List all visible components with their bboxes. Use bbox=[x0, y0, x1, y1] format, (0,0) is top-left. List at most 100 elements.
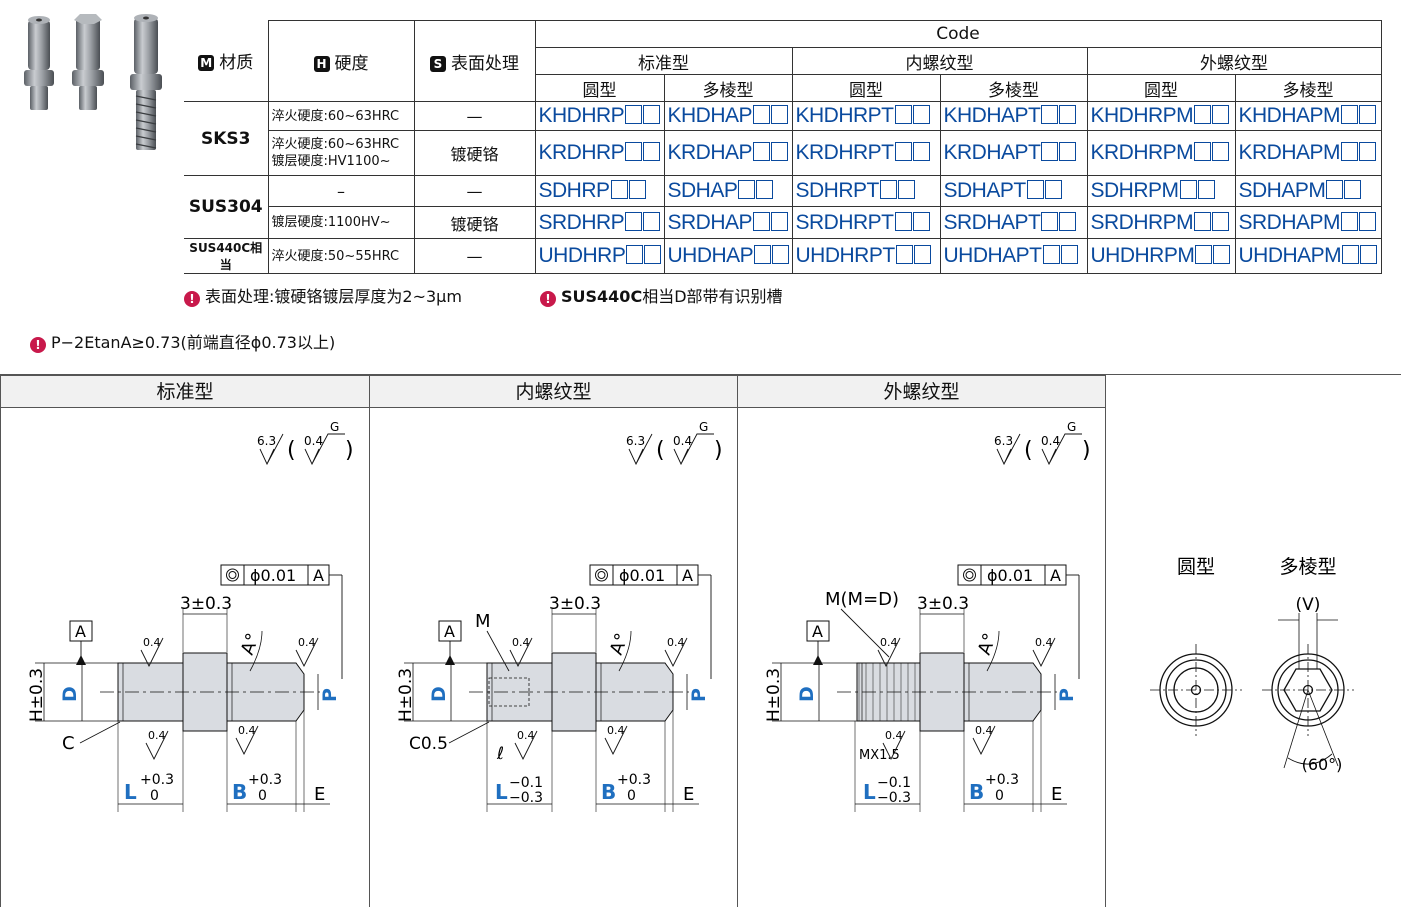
code-cell[interactable]: KRDHAPT bbox=[939, 130, 1088, 176]
code-cell[interactable]: KHDHRPM bbox=[1086, 101, 1236, 131]
dim-d: D bbox=[796, 686, 818, 702]
roughness-value: 0.4 bbox=[975, 724, 993, 737]
concentricity-value: ϕ0.01 bbox=[619, 566, 665, 585]
roughness-symbol bbox=[295, 637, 319, 668]
hardness-cell: 淬火硬度:50~55HRC bbox=[267, 238, 415, 274]
roughness-value: 0.4 bbox=[148, 729, 166, 742]
header-poly: 多棱型 bbox=[1234, 74, 1382, 102]
dim-b-tol: 0 bbox=[258, 788, 267, 804]
pin-poly-photo bbox=[72, 14, 104, 110]
badge-s: S bbox=[430, 55, 446, 72]
roughness-symbol bbox=[996, 433, 1021, 466]
dim-b: B bbox=[969, 780, 984, 804]
code-cell[interactable]: UHDHRPM bbox=[1086, 238, 1236, 274]
code-cell[interactable]: KRDHRPT bbox=[791, 130, 941, 176]
code-cell[interactable]: UHDHAPT bbox=[939, 238, 1088, 274]
dim-m: M bbox=[475, 611, 491, 632]
roughness-symbol bbox=[235, 725, 259, 756]
badge-m: M bbox=[198, 55, 215, 72]
pin-threaded-photo bbox=[130, 14, 162, 150]
dim-l-tol: −0.3 bbox=[877, 790, 911, 806]
dim-c05: C0.5 bbox=[409, 734, 448, 754]
code-cell[interactable]: SDHAPM bbox=[1234, 175, 1382, 207]
warning-icon: ! bbox=[30, 337, 46, 353]
dim-shoulder: 3±0.3 bbox=[180, 594, 232, 614]
code-cell[interactable]: SRDHRPT bbox=[791, 206, 941, 239]
svg-text:(: ( bbox=[1024, 438, 1033, 463]
dim-mm: M(M=D) bbox=[825, 589, 899, 610]
surface-cell: — bbox=[413, 101, 536, 131]
code-cell[interactable]: SRDHRPM bbox=[1086, 206, 1236, 239]
code-cell[interactable]: KHDHRP bbox=[534, 101, 665, 131]
code-cell[interactable]: UHDHRP bbox=[534, 238, 665, 274]
dim-e: E bbox=[683, 784, 694, 805]
note-sus440c: !SUS440C相当D部带有识别槽 bbox=[540, 283, 783, 307]
dim-l: L bbox=[124, 780, 137, 804]
roughness-value: 0.4 bbox=[512, 636, 530, 649]
dim-angle: A° bbox=[606, 630, 633, 657]
roughness-value: 0.4 bbox=[673, 434, 692, 448]
dim-b-tol: 0 bbox=[995, 788, 1004, 804]
code-cell[interactable]: KRDHRPM bbox=[1086, 130, 1236, 176]
label-round: 圆型 bbox=[1177, 556, 1215, 578]
panel-title-internal: 内螺纹型 bbox=[369, 375, 738, 408]
header-round: 圆型 bbox=[791, 74, 941, 102]
hardness-cell: – bbox=[267, 175, 415, 207]
dim-angle: A° bbox=[974, 630, 1001, 657]
dim-p: P bbox=[688, 688, 710, 702]
dim-b-tol: +0.3 bbox=[248, 772, 282, 788]
concentricity-value: ϕ0.01 bbox=[250, 566, 296, 585]
code-cell[interactable]: KRDHAPM bbox=[1234, 130, 1382, 176]
roughness-value: 0.4 bbox=[880, 636, 898, 649]
surface-cell: — bbox=[413, 175, 536, 207]
dim-b-tol: 0 bbox=[627, 788, 636, 804]
dim-h: H±0.3 bbox=[27, 668, 47, 722]
roughness-value: 0.4 bbox=[238, 724, 256, 737]
code-cell[interactable]: SDHRPT bbox=[791, 175, 941, 207]
surface-cell: 镀硬铬 bbox=[413, 206, 536, 239]
code-cell[interactable]: SRDHRP bbox=[534, 206, 665, 239]
material-sus304: SUS304 bbox=[184, 175, 269, 239]
dim-e: E bbox=[1051, 784, 1062, 805]
datum-label: A bbox=[444, 622, 455, 641]
roughness-symbol bbox=[628, 433, 653, 466]
dim-b: B bbox=[232, 780, 247, 804]
code-cell[interactable]: KHDHAPM bbox=[1234, 101, 1382, 131]
code-cell[interactable]: KHDHAPT bbox=[939, 101, 1088, 131]
code-cell[interactable]: KRDHAP bbox=[663, 130, 793, 176]
roughness-symbol bbox=[673, 433, 714, 466]
header-external: 外螺纹型 bbox=[1086, 47, 1382, 75]
code-cell[interactable]: KRDHRP bbox=[534, 130, 665, 176]
datum-label: A bbox=[682, 566, 693, 585]
roughness-value: 6.3 bbox=[257, 434, 276, 448]
dim-d: D bbox=[428, 686, 450, 702]
dim-shoulder: 3±0.3 bbox=[549, 594, 601, 614]
dim-l-tol: −0.1 bbox=[877, 775, 911, 791]
code-cell[interactable]: UHDHAPM bbox=[1234, 238, 1382, 274]
roughness-symbol bbox=[1032, 637, 1056, 668]
code-cell[interactable]: UHDHAP bbox=[663, 238, 793, 274]
code-cell[interactable]: SDHRPM bbox=[1086, 175, 1236, 207]
dim-p: P bbox=[1056, 688, 1078, 702]
code-cell[interactable]: SRDHAPM bbox=[1234, 206, 1382, 239]
note-plating: !表面处理:镀硬铬镀层厚度为2~3μm bbox=[184, 283, 462, 307]
code-cell[interactable]: SDHAP bbox=[663, 175, 793, 207]
code-cell[interactable]: SDHAPT bbox=[939, 175, 1088, 207]
dim-ell: ℓ bbox=[496, 744, 504, 764]
dim-b-tol: +0.3 bbox=[617, 772, 651, 788]
pin-round-photo bbox=[24, 16, 54, 110]
code-cell[interactable]: KHDHRPT bbox=[791, 101, 941, 131]
badge-h: H bbox=[313, 55, 330, 72]
roughness-symbol bbox=[604, 725, 628, 756]
code-cell[interactable]: UHDHRPT bbox=[791, 238, 941, 274]
roughness-symbol bbox=[882, 730, 906, 761]
code-cell[interactable]: SRDHAP bbox=[663, 206, 793, 239]
code-cell[interactable]: SDHRP bbox=[534, 175, 665, 207]
divider bbox=[0, 374, 1401, 375]
code-cell[interactable]: KHDHAP bbox=[663, 101, 793, 131]
roughness-value: 0.4 bbox=[885, 729, 903, 742]
roughness-value: 0.4 bbox=[1035, 636, 1053, 649]
code-cell[interactable]: SRDHAPT bbox=[939, 206, 1088, 239]
